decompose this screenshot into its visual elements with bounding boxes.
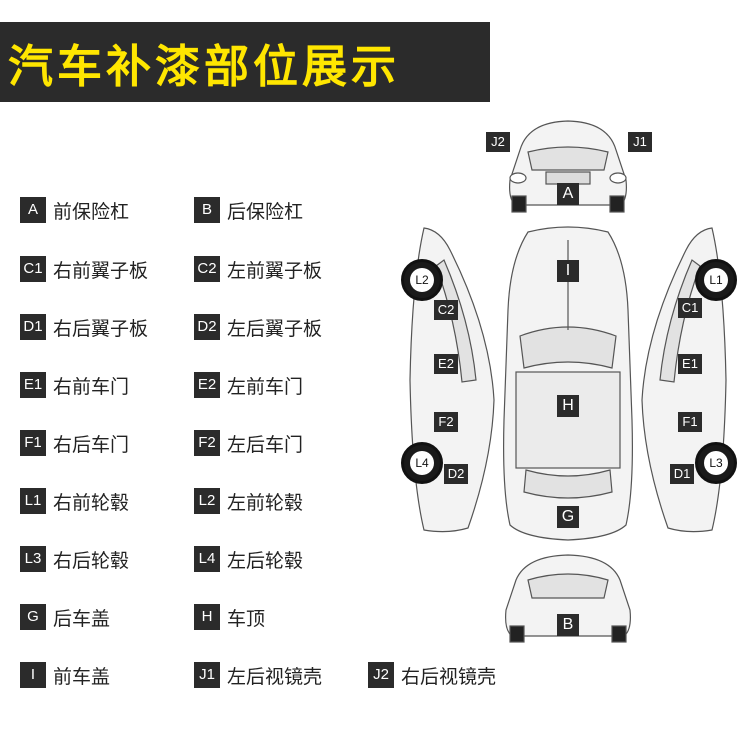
wheel-l1: L1 [695, 259, 737, 301]
legend-badge: E1 [20, 372, 46, 398]
legend-badge: F2 [194, 430, 220, 456]
legend-item-d2: D2 左后翼子板 [194, 313, 322, 341]
legend-item-l1: L1 右前轮毂 [20, 487, 129, 515]
legend-badge: L1 [20, 488, 46, 514]
tag-j1: J1 [628, 132, 652, 152]
tag-h: H [557, 395, 579, 417]
legend-item-a: A 前保险杠 [20, 196, 129, 224]
tag-e1: E1 [678, 354, 702, 374]
page-title: 汽车补漆部位展示 [8, 40, 401, 93]
legend-badge: A [20, 197, 46, 223]
legend-badge: L2 [194, 488, 220, 514]
legend-label: 右前翼子板 [53, 259, 149, 282]
legend-label: 前保险杠 [53, 200, 130, 223]
legend-badge: C1 [20, 256, 46, 282]
tag-g: G [557, 506, 579, 528]
wheel-label-l2: L2 [410, 268, 434, 292]
legend-label: 左后车门 [227, 433, 304, 456]
legend-item-j2: J2 右后视镜壳 [368, 661, 496, 689]
wheel-l3: L3 [695, 442, 737, 484]
legend-label: 左前车门 [227, 375, 304, 398]
tag-c2: C2 [434, 300, 458, 320]
legend-badge: D2 [194, 314, 220, 340]
legend-item-c2: C2 左前翼子板 [194, 255, 322, 283]
legend-label: 后车盖 [53, 607, 111, 630]
legend-badge: H [194, 604, 220, 630]
legend-label: 右前车门 [53, 375, 130, 398]
tag-c1: C1 [678, 298, 702, 318]
car-rear-view [505, 554, 631, 643]
tag-j2: J2 [486, 132, 510, 152]
legend-badge: G [20, 604, 46, 630]
legend-item-j1: J1 左后视镜壳 [194, 661, 322, 689]
legend-label: 左后翼子板 [227, 317, 323, 340]
legend-badge: J2 [368, 662, 394, 688]
legend-label: 左后视镜壳 [227, 665, 323, 688]
legend-label: 左后轮毂 [227, 549, 304, 572]
legend-item-e2: E2 左前车门 [194, 371, 303, 399]
legend-item-h: H 车顶 [194, 603, 265, 631]
legend-badge: F1 [20, 430, 46, 456]
legend-item-e1: E1 右前车门 [20, 371, 129, 399]
legend-label: 后保险杠 [227, 200, 304, 223]
legend-item-c1: C1 右前翼子板 [20, 255, 148, 283]
tag-d1: D1 [670, 464, 694, 484]
wheel-label-l4: L4 [410, 451, 434, 475]
legend-badge: I [20, 662, 46, 688]
legend-item-l4: L4 左后轮毂 [194, 545, 303, 573]
tag-b: B [557, 614, 579, 636]
legend-badge: C2 [194, 256, 220, 282]
legend-badge: E2 [194, 372, 220, 398]
car-top-view [503, 226, 633, 541]
legend-label: 左前轮毂 [227, 491, 304, 514]
legend-item-l3: L3 右后轮毂 [20, 545, 129, 573]
tag-a: A [557, 183, 579, 205]
wheel-label-l1: L1 [704, 268, 728, 292]
legend-item-d1: D1 右后翼子板 [20, 313, 148, 341]
tag-d2: D2 [444, 464, 468, 484]
tag-f2: F2 [434, 412, 458, 432]
wheel-label-l3: L3 [704, 451, 728, 475]
wheel-l4: L4 [401, 442, 443, 484]
legend-label: 左前翼子板 [227, 259, 323, 282]
legend-label: 右后轮毂 [53, 549, 130, 572]
legend-label: 右前轮毂 [53, 491, 130, 514]
legend-item-i: I 前车盖 [20, 661, 110, 689]
legend-badge: B [194, 197, 220, 223]
legend-item-l2: L2 左前轮毂 [194, 487, 303, 515]
tag-i: I [557, 260, 579, 282]
legend-badge: L3 [20, 546, 46, 572]
legend-label: 右后视镜壳 [401, 665, 497, 688]
tag-e2: E2 [434, 354, 458, 374]
title-banner: 汽车补漆部位展示 [0, 22, 490, 102]
legend-item-g: G 后车盖 [20, 603, 110, 631]
legend-item-b: B 后保险杠 [194, 196, 303, 224]
legend-label: 前车盖 [53, 665, 111, 688]
legend-label: 车顶 [227, 607, 266, 630]
legend-label: 右后车门 [53, 433, 130, 456]
legend-item-f1: F1 右后车门 [20, 429, 129, 457]
tag-f1: F1 [678, 412, 702, 432]
legend-label: 右后翼子板 [53, 317, 149, 340]
car-front-view [509, 120, 627, 213]
legend-badge: J1 [194, 662, 220, 688]
wheel-l2: L2 [401, 259, 443, 301]
legend-item-f2: F2 左后车门 [194, 429, 303, 457]
legend-badge: L4 [194, 546, 220, 572]
legend-badge: D1 [20, 314, 46, 340]
